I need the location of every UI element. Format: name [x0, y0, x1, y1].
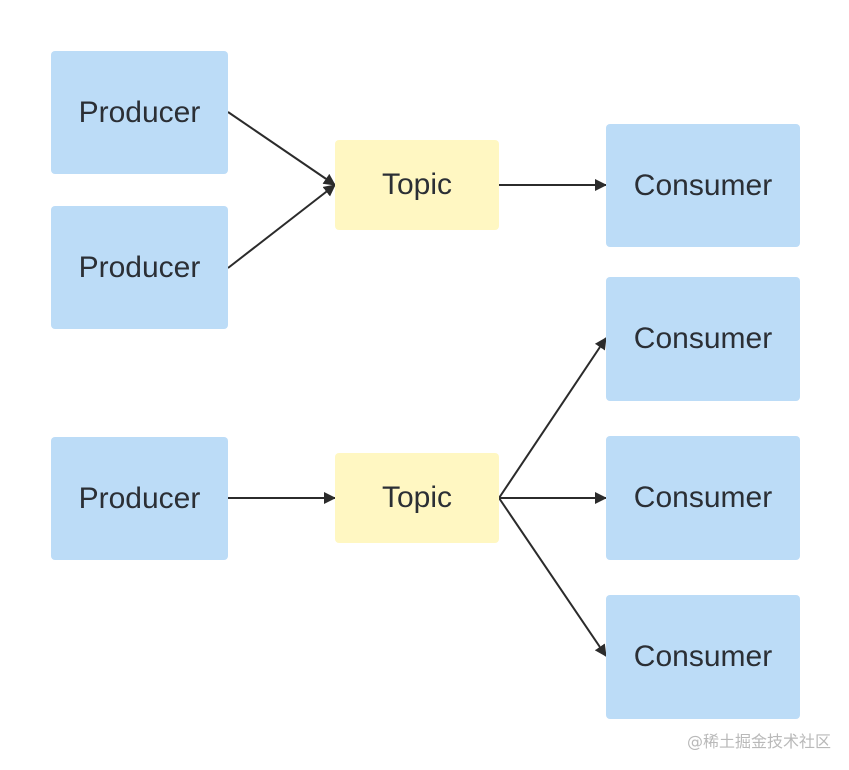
- topic-node-2: Topic: [335, 453, 499, 543]
- consumer-node-4-label: Consumer: [633, 640, 773, 673]
- topic-node-1-label: Topic: [381, 168, 453, 201]
- edge-topic-2-to-consumer-4: [498, 497, 607, 657]
- producer-node-3: Producer: [51, 437, 228, 560]
- producer-node-2-label: Producer: [78, 250, 201, 284]
- edge-topic-2-to-consumer-2: [498, 337, 607, 499]
- consumer-node-4: Consumer: [606, 595, 800, 719]
- producer-node-1-label: Producer: [78, 95, 201, 129]
- consumer-node-3: Consumer: [606, 436, 800, 560]
- watermark-text: @稀土掘金技术社区: [686, 732, 831, 751]
- producer-node-1: Producer: [51, 51, 228, 174]
- edge-producer-2-to-topic-1: [227, 184, 336, 269]
- consumer-node-2: Consumer: [606, 277, 800, 401]
- consumer-node-2-label: Consumer: [633, 322, 773, 355]
- producer-node-2: Producer: [51, 206, 228, 329]
- producer-node-3-label: Producer: [78, 481, 201, 515]
- consumer-node-1-label: Consumer: [633, 168, 773, 202]
- consumer-node-1: Consumer: [606, 124, 800, 247]
- consumer-node-3-label: Consumer: [633, 481, 773, 514]
- topic-node-1: Topic: [335, 140, 499, 230]
- edge-producer-1-to-topic-1: [227, 111, 336, 186]
- topic-node-2-label: Topic: [381, 481, 453, 514]
